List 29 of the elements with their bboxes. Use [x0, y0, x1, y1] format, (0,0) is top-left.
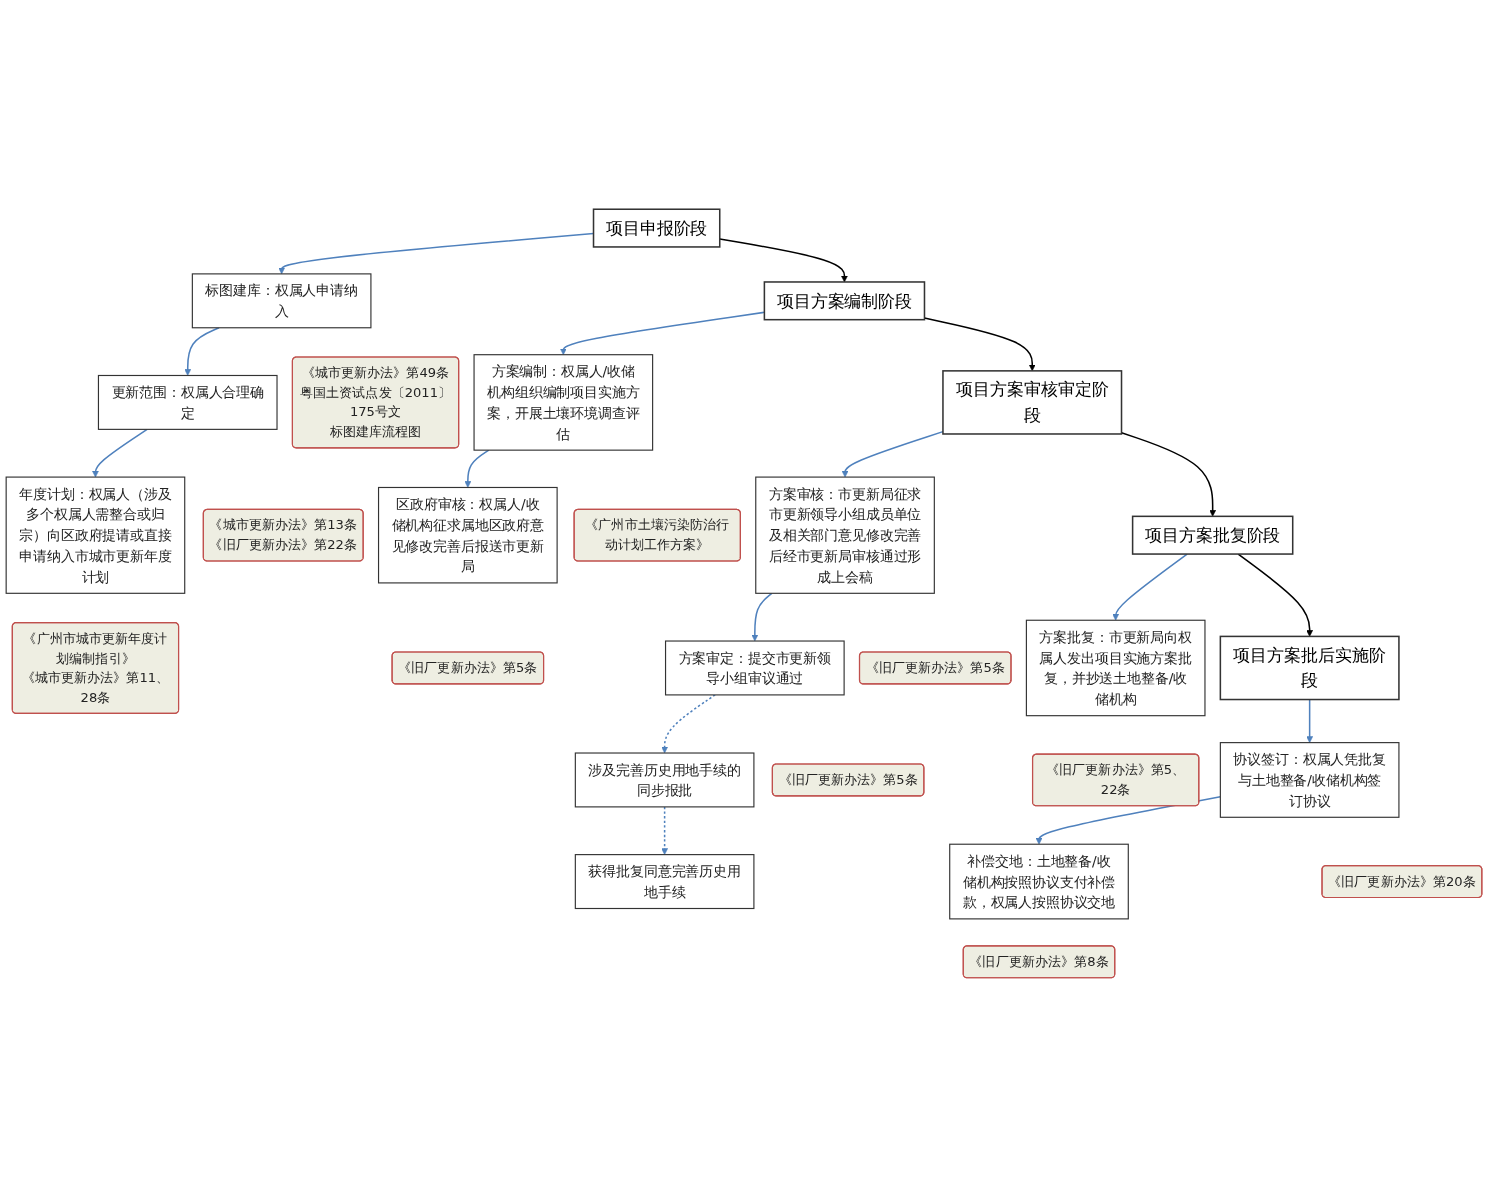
- arrow: [751, 592, 773, 642]
- node-box: 协议签订：权属人凭批复与土地整备/收储机构签订协议: [1219, 742, 1400, 818]
- node-box: 方案批复：市更新局向权属人发出项目实施方案批复，并抄送土地整备/收储机构: [1025, 619, 1206, 717]
- arrow: [661, 694, 716, 754]
- node-box: 更新范围：权属人合理确定: [97, 374, 278, 430]
- arrow: [1306, 698, 1314, 743]
- node-box: 项目方案编制阶段: [763, 281, 926, 321]
- node-box: 方案编制：权属人/收储机构组织编制项目实施方案，开展土壤环境调查评估: [473, 354, 654, 451]
- arrow: [1237, 553, 1314, 637]
- node-box: 获得批复同意完善历史用地手续: [574, 854, 755, 910]
- arrow: [464, 449, 490, 488]
- node-box: 涉及完善历史用地手续的同步报批: [574, 752, 755, 808]
- node-box: 标图建库：权属人申请纳入: [191, 273, 372, 329]
- node-box: 方案审核：市更新局征求市更新领导小组成员单位及相关部门意见修改完善后经市更新局审核通过形成上会稿: [755, 476, 935, 594]
- node-box: 区政府审核：权属人/收储机构征求属地区政府意见修改完善后报送市更新局: [377, 486, 558, 584]
- node-box: 补偿交地：土地整备/收储机构按照协议支付补偿款，权属人按照协议交地: [949, 843, 1129, 920]
- arrow: [841, 430, 944, 478]
- arrow: [1112, 553, 1188, 621]
- node-box: 方案审定：提交市更新领导小组审议通过: [664, 640, 845, 696]
- arrow: [184, 327, 220, 376]
- arrow: [923, 317, 1036, 372]
- node-box: 项目方案批后实施阶段: [1219, 635, 1400, 701]
- node-box: 项目方案批复阶段: [1131, 515, 1294, 555]
- node-box: 年度计划：权属人（涉及多个权属人需整合或归宗）向区政府提请或直接申请纳入市城市更新年度计划: [5, 476, 186, 594]
- node-box: 项目方案审核审定阶段: [942, 370, 1123, 435]
- arrow: [92, 428, 148, 478]
- arrow: [1120, 431, 1217, 517]
- node-box: 项目申报阶段: [592, 208, 721, 248]
- arrow: [661, 806, 668, 855]
